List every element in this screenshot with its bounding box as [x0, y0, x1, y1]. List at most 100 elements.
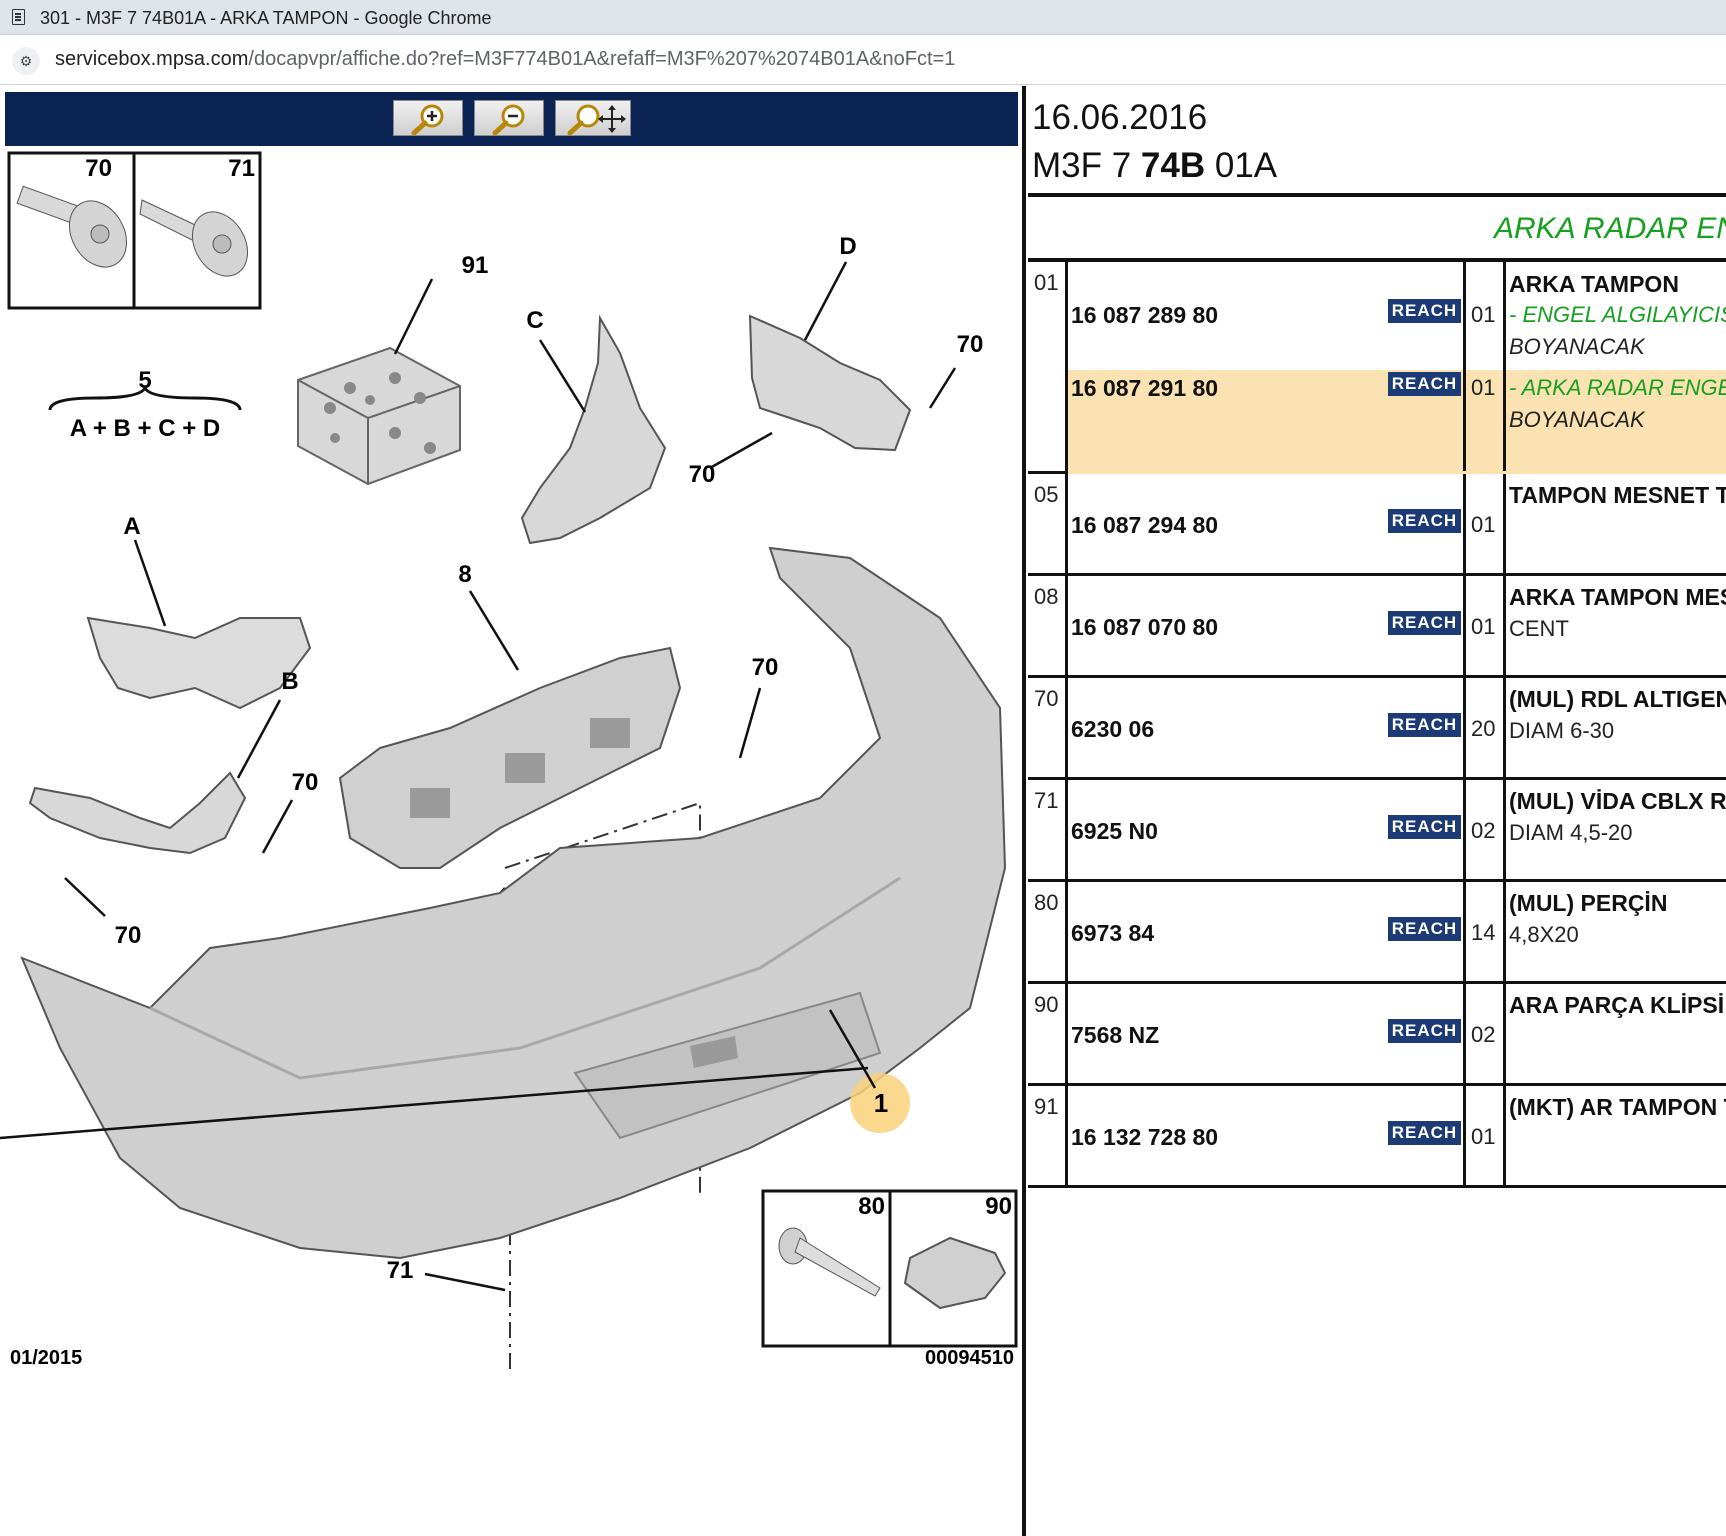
desc-cell: (MKT) AR TAMPON TE — [1506, 1086, 1726, 1185]
reach-badge[interactable]: REACH — [1388, 372, 1461, 396]
table-row[interactable]: 716925 N0 REACH 02 (MUL) VİDA CBLX RDI DIAM … — [1028, 780, 1726, 882]
reach-badge[interactable]: REACH — [1388, 713, 1461, 737]
description-paint: BOYANACAK — [1509, 407, 1645, 433]
ref-group: 74B — [1141, 146, 1205, 185]
part-number[interactable]: 16 087 294 80 — [1071, 512, 1218, 539]
zoom-out-button[interactable] — [474, 100, 544, 136]
description-detail: DIAM 4,5-20 — [1509, 820, 1633, 846]
ref-cell: 7568 NZ REACH — [1068, 984, 1466, 1083]
desc-cell: (MUL) PERÇİN 4,8X20 — [1506, 882, 1726, 981]
part-bracket-a — [88, 618, 310, 708]
table-row[interactable]: 706230 06 REACH 20 (MUL) RDL ALTIGEN EDIAM … — [1028, 678, 1726, 780]
qty-cell: 02 — [1466, 984, 1506, 1083]
doc-reference: M3F 7 74B 01A — [1032, 146, 1277, 186]
desc-cell: (MUL) RDL ALTIGEN EDIAM 6-30 — [1506, 678, 1726, 777]
item-number: 71 — [1028, 780, 1068, 879]
reach-badge[interactable]: REACH — [1388, 815, 1461, 839]
ref-cell: 16 087 289 80 REACH 16 087 291 80 REACH — [1068, 262, 1466, 471]
reach-badge[interactable]: REACH — [1388, 917, 1461, 941]
callout-c: C — [526, 307, 543, 334]
ref-suffix: 01A — [1205, 146, 1277, 185]
item-number: 80 — [1028, 882, 1068, 981]
callout-d: D — [839, 233, 856, 260]
url-host: servicebox.mpsa.com — [55, 48, 248, 70]
callout-a: A — [123, 513, 140, 540]
part-number[interactable]: 6925 N0 — [1071, 818, 1158, 845]
description: ARKA TAMPON — [1509, 271, 1679, 298]
callout-70-b-left: 70 — [115, 922, 142, 949]
part-number[interactable]: 16 087 289 80 — [1071, 302, 1218, 329]
item-number: 01 — [1028, 262, 1068, 471]
qty-cell: 02 — [1466, 780, 1506, 879]
description: (MKT) AR TAMPON TE — [1509, 1094, 1726, 1121]
desc-cell: TAMPON MESNET TA — [1506, 474, 1726, 573]
quantity: 01 — [1471, 614, 1495, 640]
url-text[interactable]: servicebox.mpsa.com/docapvpr/affiche.do?… — [55, 48, 955, 71]
qty-cell: 01 — [1466, 1086, 1506, 1185]
reach-badge[interactable]: REACH — [1388, 1121, 1461, 1145]
table-row[interactable]: 9116 132 728 80 REACH 01 (MKT) AR TAMPON TE — [1028, 1086, 1726, 1188]
site-info-icon[interactable]: ⚙ — [12, 47, 40, 75]
reach-badge[interactable]: REACH — [1388, 1019, 1461, 1043]
ref-prefix: M3F 7 — [1032, 146, 1141, 185]
description-note: - ENGEL ALGILAYICIS — [1509, 302, 1726, 328]
quantity: 01 — [1471, 1124, 1495, 1150]
diagram-pane: 70 71 5 A + B + C + D 91 C D 70 70 — [0, 86, 1020, 1536]
quantity: 01 — [1471, 302, 1495, 328]
zoom-pan-button[interactable] — [555, 100, 631, 136]
callout-71: 71 — [387, 1257, 414, 1284]
ref-cell: 6230 06 REACH — [1068, 678, 1466, 777]
part-number[interactable]: 6230 06 — [1071, 716, 1154, 743]
part-number[interactable]: 16 132 728 80 — [1071, 1124, 1218, 1151]
table-row[interactable]: 806973 84REACH14(MUL) PERÇİN4,8X20 — [1028, 882, 1726, 984]
description-detail: 4,8X20 — [1509, 922, 1579, 948]
description: (MUL) VİDA CBLX RDI — [1509, 788, 1726, 815]
part-91-kit-box — [298, 348, 460, 484]
item-number: 91 — [1028, 1086, 1068, 1185]
ref-cell: 16 087 070 80 REACH — [1068, 576, 1466, 675]
diagram-image-code: 00094510 — [925, 1347, 1014, 1369]
callout-91: 91 — [462, 252, 489, 279]
callout-1: 1 — [874, 1088, 888, 1118]
ref-cell: 6973 84 REACH — [1068, 882, 1466, 981]
reach-badge[interactable]: REACH — [1388, 509, 1461, 533]
reach-badge[interactable]: REACH — [1388, 299, 1461, 323]
table-row[interactable]: 907568 NZREACH02ARA PARÇA KLİPSİ — [1028, 984, 1726, 1086]
quantity: 20 — [1471, 716, 1495, 742]
callout-70-d-left: 70 — [689, 461, 716, 488]
header-divider — [1028, 193, 1726, 197]
group-title: ARKA RADAR EN — [1494, 212, 1726, 246]
part-number[interactable]: 16 087 291 80 — [1071, 375, 1218, 402]
table-row[interactable]: 0816 087 070 80REACH01ARKA TAMPON MESNCE… — [1028, 576, 1726, 678]
description-detail: DIAM 6-30 — [1509, 718, 1614, 744]
zoom-pan-icon — [556, 101, 632, 137]
zoom-in-icon — [394, 101, 464, 137]
quantity: 02 — [1471, 818, 1495, 844]
quantity: 02 — [1471, 1022, 1495, 1048]
desc-cell: ARKA TAMPON - ENGEL ALGILAYICIS BOYANACA… — [1506, 262, 1726, 471]
item-number: 08 — [1028, 576, 1068, 675]
reach-badge[interactable]: REACH — [1388, 611, 1461, 635]
description: (MUL) PERÇİN — [1509, 890, 1667, 917]
description-paint: BOYANACAK — [1509, 334, 1645, 360]
zoom-in-button[interactable] — [393, 100, 463, 136]
exploded-parts-diagram[interactable]: 70 71 5 A + B + C + D 91 C D 70 70 — [0, 148, 1020, 1468]
table-row[interactable]: 0516 087 294 80REACH01TAMPON MESNET TA — [1028, 474, 1726, 576]
desc-cell: (MUL) VİDA CBLX RDI DIAM 4,5-20 — [1506, 780, 1726, 879]
address-bar[interactable]: ⚙ servicebox.mpsa.com/docapvpr/affiche.d… — [0, 35, 1726, 85]
callout-b: B — [281, 668, 298, 695]
part-bracket-d — [750, 316, 910, 450]
part-number[interactable]: 16 087 070 80 — [1071, 614, 1218, 641]
callout-8: 8 — [458, 561, 471, 588]
callout-70-box: 70 — [85, 155, 112, 182]
qty-cell: 20 — [1466, 678, 1506, 777]
item-number: 70 — [1028, 678, 1068, 777]
part-number[interactable]: 6973 84 — [1071, 920, 1154, 947]
item-number: 90 — [1028, 984, 1068, 1083]
table-row-01[interactable]: 01 16 087 289 80 REACH 16 087 291 80 REA… — [1028, 262, 1726, 474]
browser-titlebar: 301 - M3F 7 74B01A - ARKA TAMPON - Googl… — [0, 0, 1726, 35]
callout-70-8: 70 — [752, 654, 779, 681]
part-bracket-b — [30, 773, 245, 853]
parts-list-pane: 16.06.2016 M3F 7 74B 01A ARKA RADAR EN 0… — [1026, 86, 1726, 1536]
part-number[interactable]: 7568 NZ — [1071, 1022, 1159, 1049]
